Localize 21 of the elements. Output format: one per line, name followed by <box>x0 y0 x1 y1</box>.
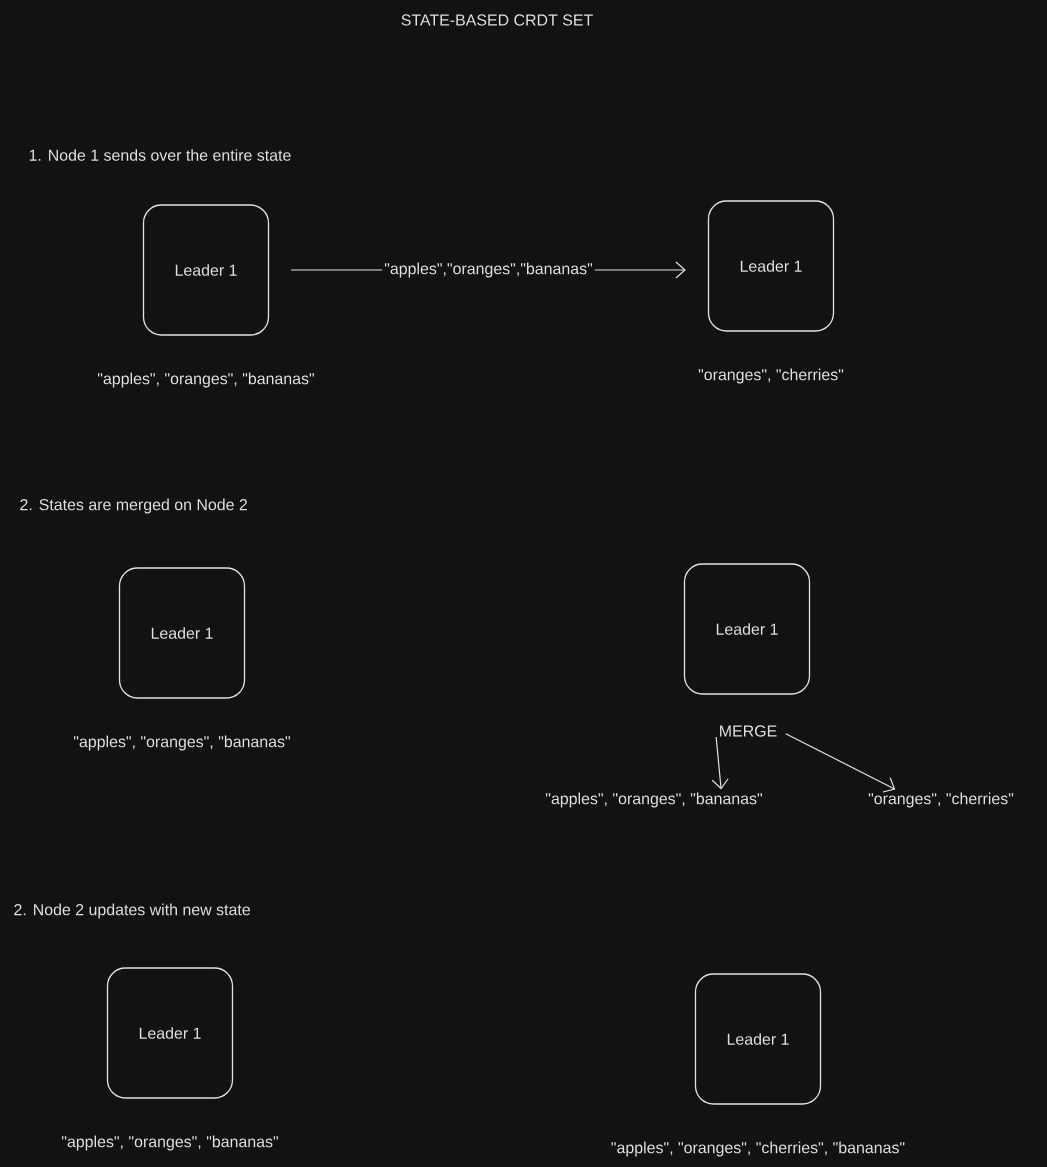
step-heading: 2. States are merged on Node 2 <box>20 498 247 514</box>
state-text: "apples", "oranges", "bananas" <box>73 735 290 751</box>
step-heading: 1. Node 1 sends over the entire state <box>29 149 291 161</box>
step-heading: 2. Node 2 updates with new state <box>14 903 250 919</box>
leader-box: Leader 1 <box>118 567 246 699</box>
state-text: "apples", "oranges", "bananas" <box>61 1135 278 1151</box>
leader-box: Leader 1 <box>707 200 835 332</box>
arrow <box>785 733 896 793</box>
state-text: "oranges", "cherries" <box>868 792 1014 808</box>
title: STATE-BASED CRDT SET <box>401 14 593 26</box>
arrow <box>711 736 729 790</box>
edge-label: "apples","oranges","bananas" <box>384 262 593 278</box>
state-text: "apples", "oranges", "bananas" <box>545 792 762 808</box>
leader-box: Leader 1 <box>694 973 822 1105</box>
leader-box: Leader 1 <box>106 967 234 1099</box>
leader-box: Leader 1 <box>142 204 270 336</box>
state-text: "oranges", "cherries" <box>698 368 844 384</box>
merge-label: MERGE <box>720 725 777 737</box>
state-text: "apples", "oranges", "bananas" <box>97 372 314 388</box>
state-text: "apples", "oranges", "cherries", "bananas" <box>611 1141 905 1157</box>
leader-box: Leader 1 <box>683 563 811 695</box>
